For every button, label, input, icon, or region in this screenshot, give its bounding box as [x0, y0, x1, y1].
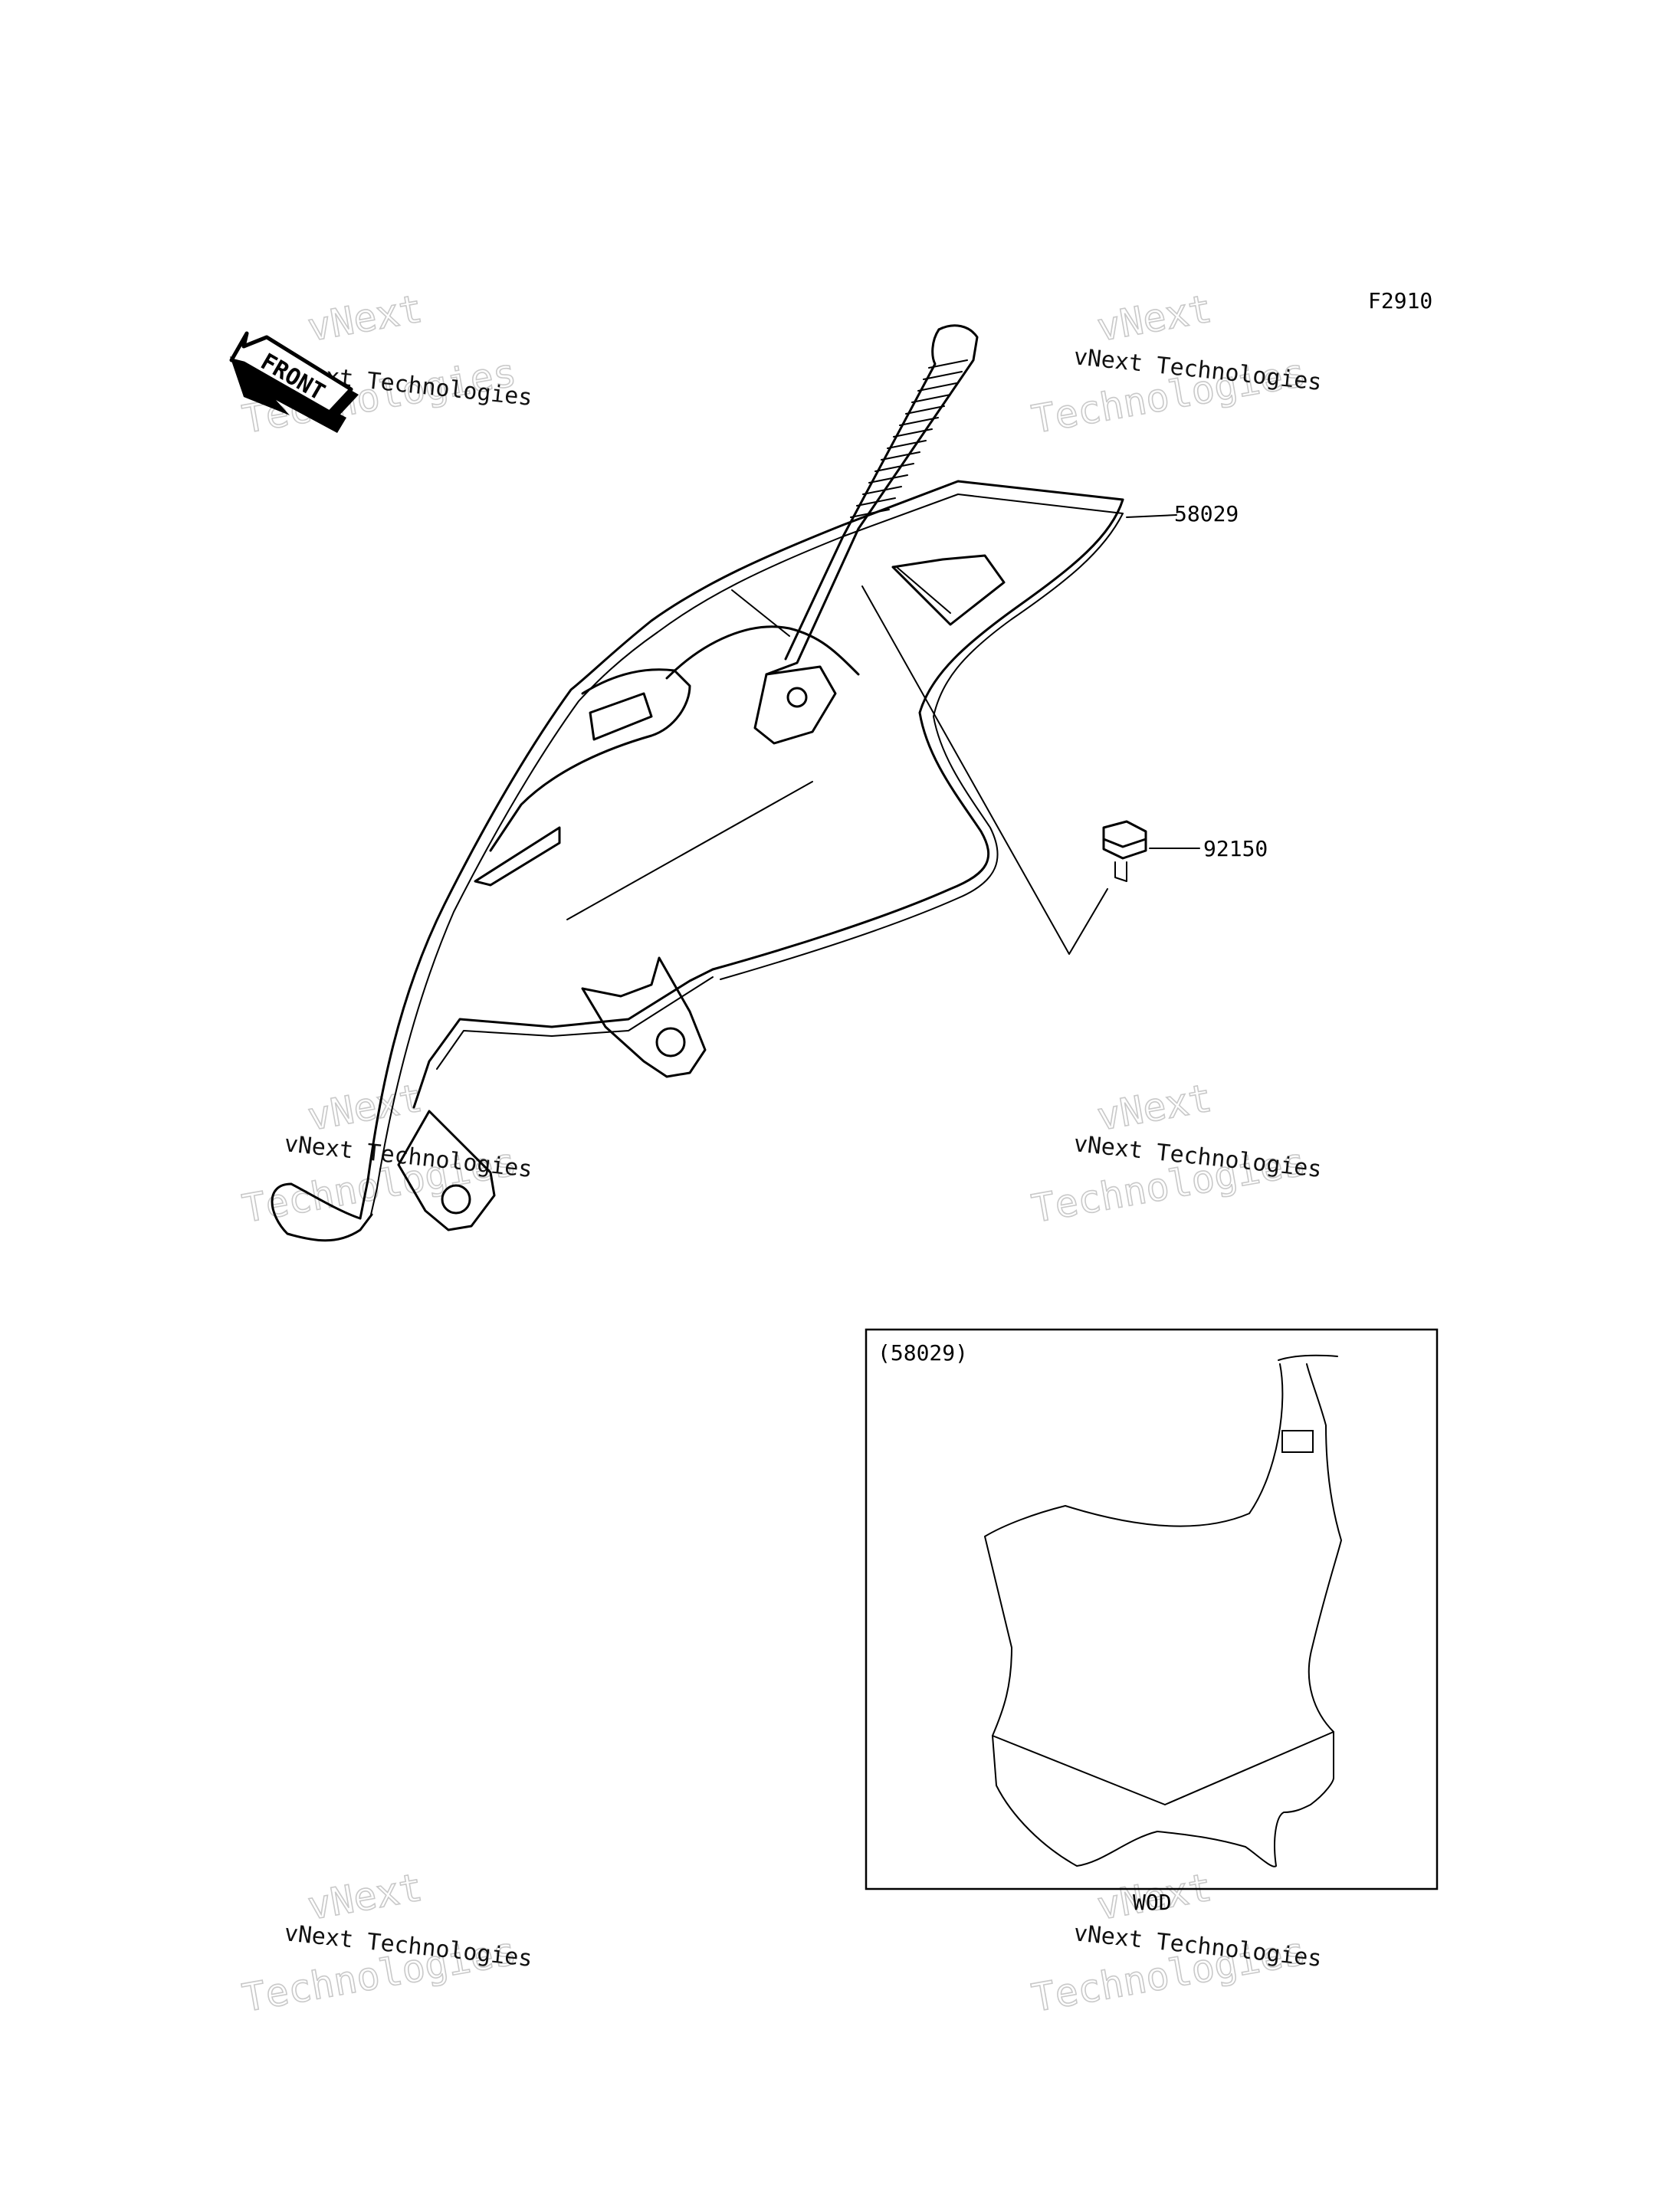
inset-title: (58029) [878, 1340, 968, 1366]
diagram-code: F2910 [1368, 288, 1432, 313]
svg-text:vNext: vNext [304, 287, 425, 350]
bolt-part-icon [1102, 820, 1200, 882]
inset-caption: WOD [1133, 1890, 1172, 1915]
decal-inset: (58029) WOD [865, 1328, 1439, 1915]
svg-text:vNext: vNext [1094, 1076, 1215, 1139]
front-arrow-icon: FRONT [229, 331, 359, 433]
part-label-92150: 92150 [1203, 836, 1268, 861]
watermark-bottom-left: vNext Technologies vNext Technologies [238, 1864, 533, 2022]
upper-cowl-part [271, 324, 1177, 1242]
part-label-58029: 58029 [1174, 501, 1239, 526]
svg-text:vNext: vNext [304, 1076, 425, 1139]
watermark-mid-left: vNext Technologies vNext Technologies [238, 1075, 533, 1232]
svg-text:vNext: vNext [1094, 287, 1215, 350]
watermark-mid-right: vNext Technologies vNext Technologies [1028, 1075, 1323, 1232]
svg-text:vNext: vNext [304, 1865, 425, 1929]
watermark-top-right: vNext Technologies vNext Technologies [1028, 286, 1323, 443]
